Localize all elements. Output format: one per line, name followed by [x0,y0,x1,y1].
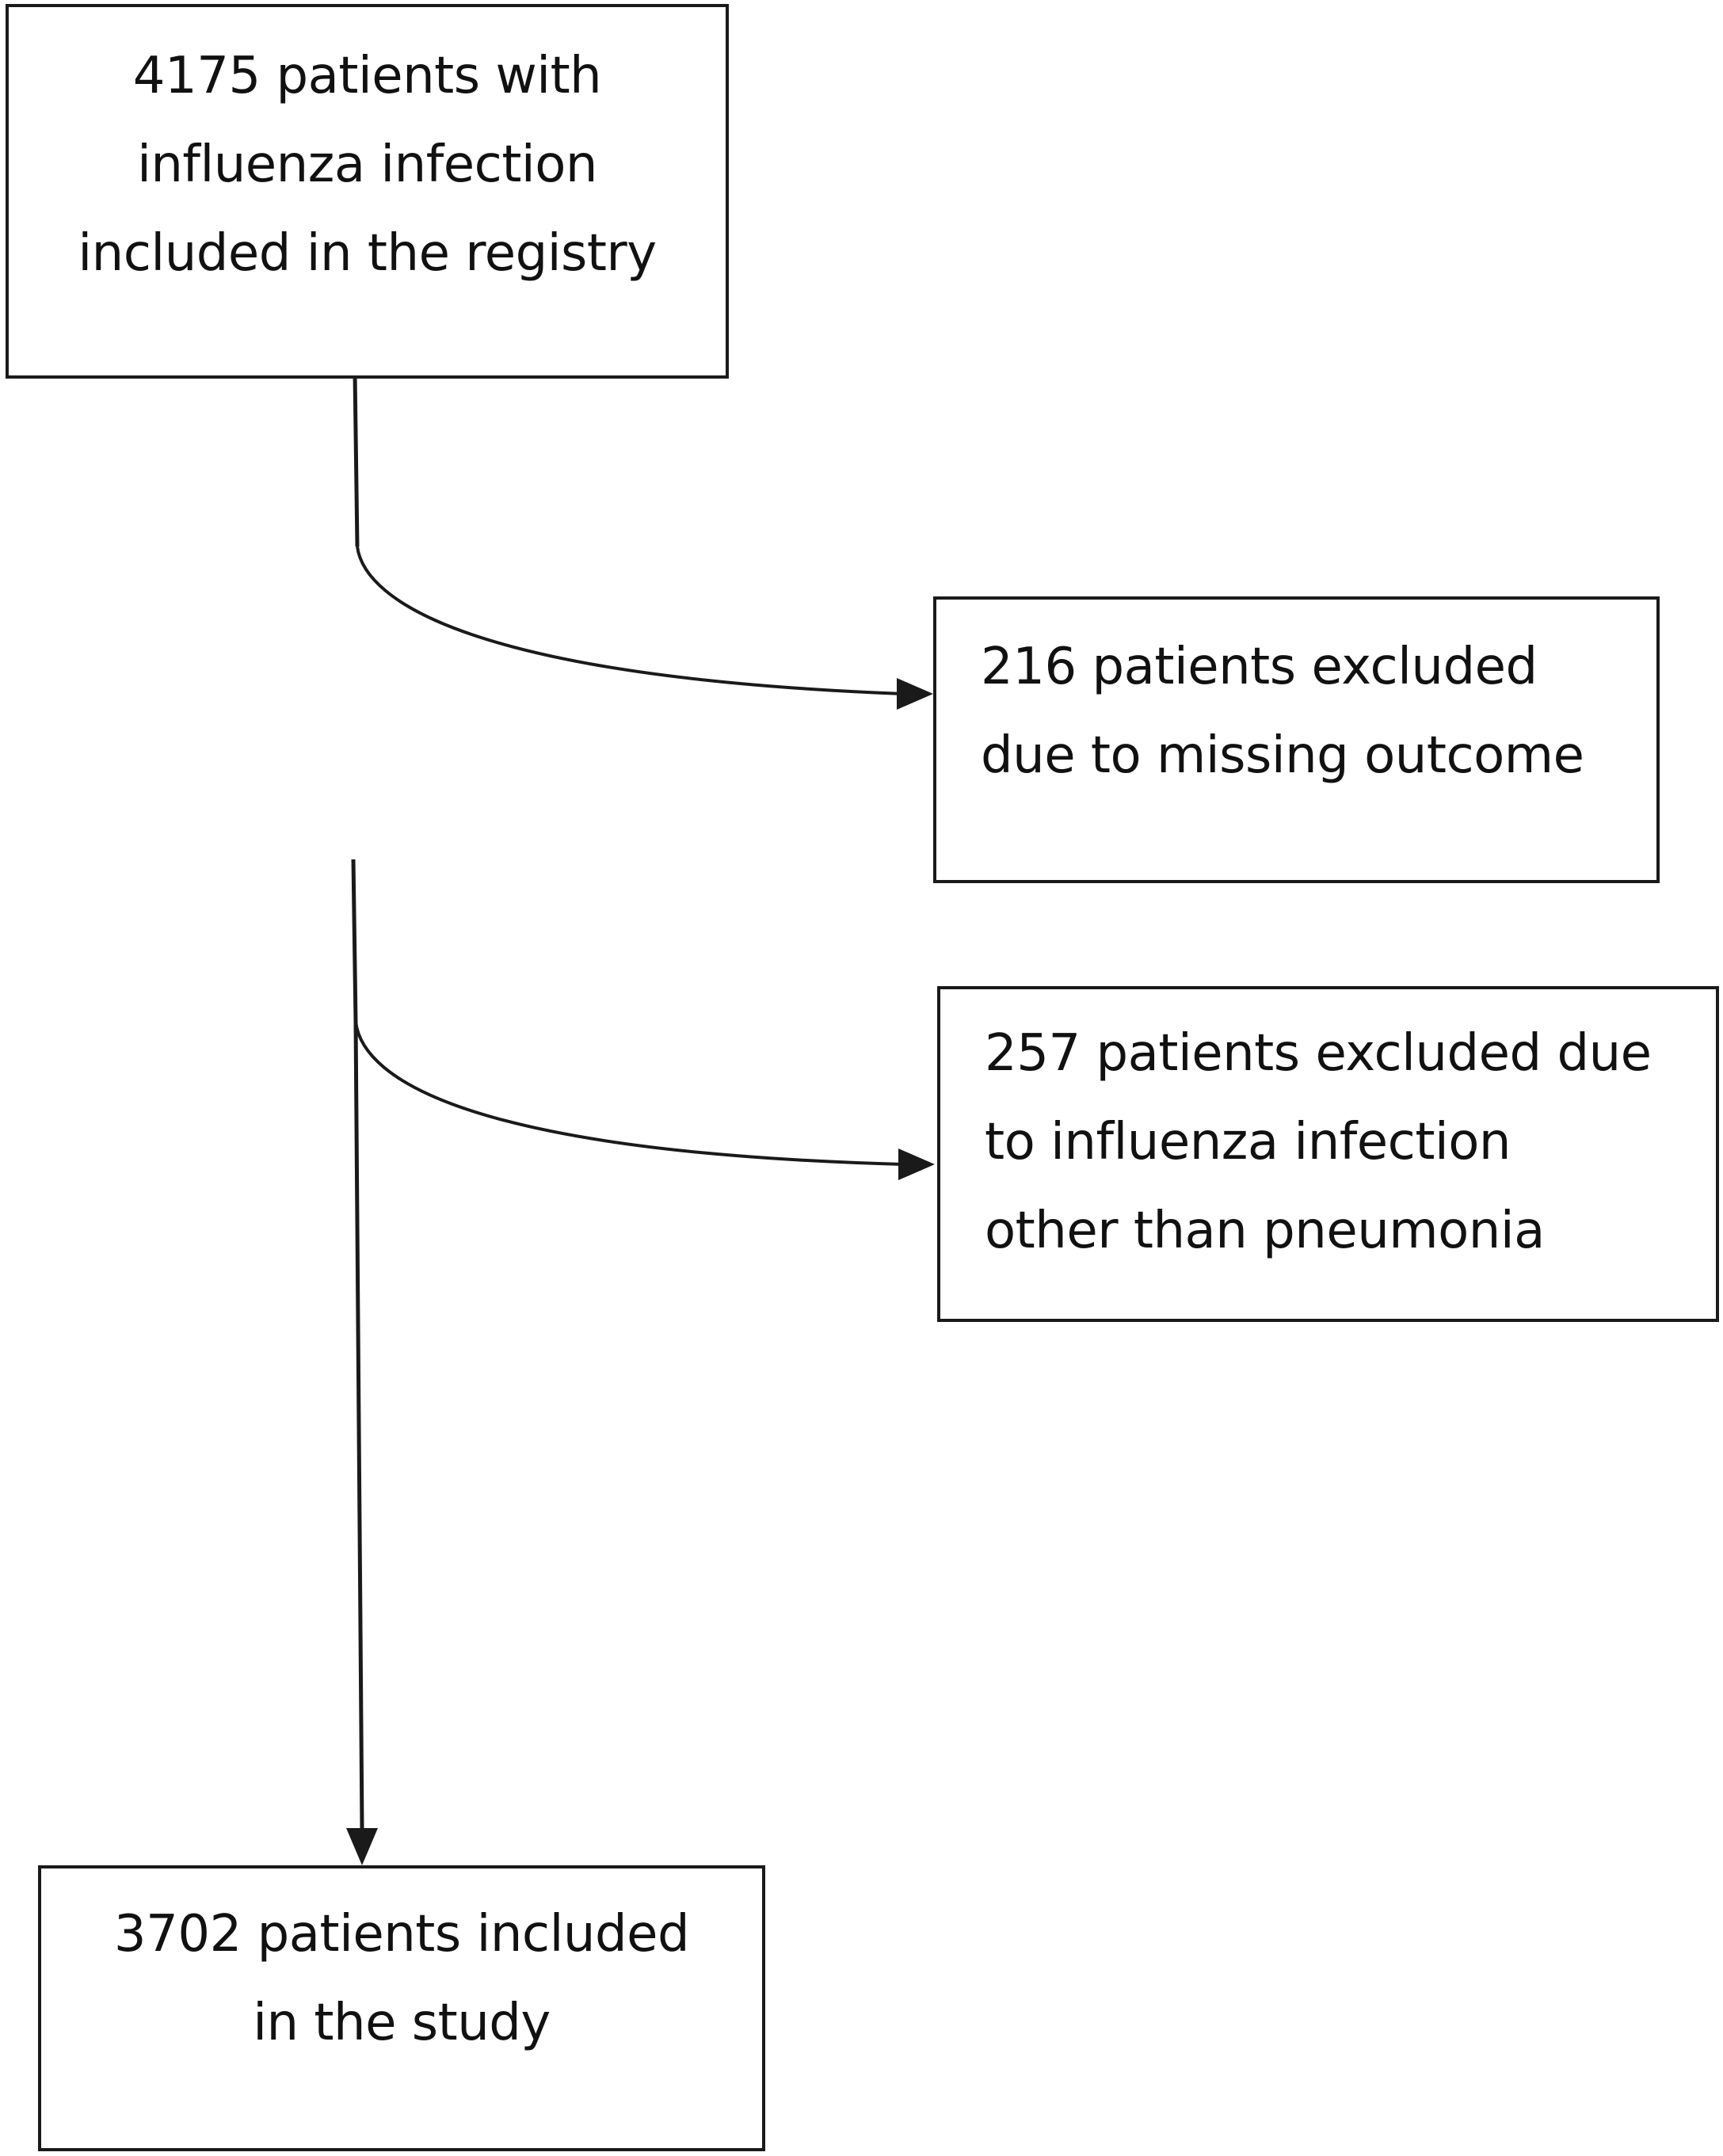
trunk-line-upper [353,373,360,547]
exclusion-1-box: 216 patients excluded due to missing out… [933,596,1660,883]
trunk-line-lower [353,1021,364,1830]
exclusion-2-line-3: other than pneumonia [985,1202,1545,1260]
exclusion-2-line-1: 257 patients excluded due [985,1024,1652,1083]
start-node-line-3: included in the registry [78,224,657,283]
arrowhead-exclusion-2 [898,1148,935,1180]
final-node-line-1: 3702 patients included [113,1905,690,1964]
start-node-line-2: influenza infection [137,135,597,194]
start-node-box: 4175 patients with influenza infection i… [6,4,729,379]
final-node-line-2: in the study [253,1994,551,2052]
final-node-box: 3702 patients included in the study [38,1865,765,2151]
arrowhead-final [346,1828,378,1865]
trunk-line-middle [351,859,358,1023]
exclusion-2-line-2: to influenza infection [985,1113,1511,1171]
exclusion-2-box: 257 patients excluded due to influenza i… [937,986,1719,1322]
branch-curve-exclusion-2 [354,1021,904,1166]
arrowhead-exclusion-1 [897,678,933,710]
exclusion-1-line-2: due to missing outcome [981,726,1584,785]
start-node-line-1: 4175 patients with [132,47,602,105]
branch-curve-exclusion-1 [356,546,904,695]
exclusion-1-line-1: 216 patients excluded [981,638,1538,696]
